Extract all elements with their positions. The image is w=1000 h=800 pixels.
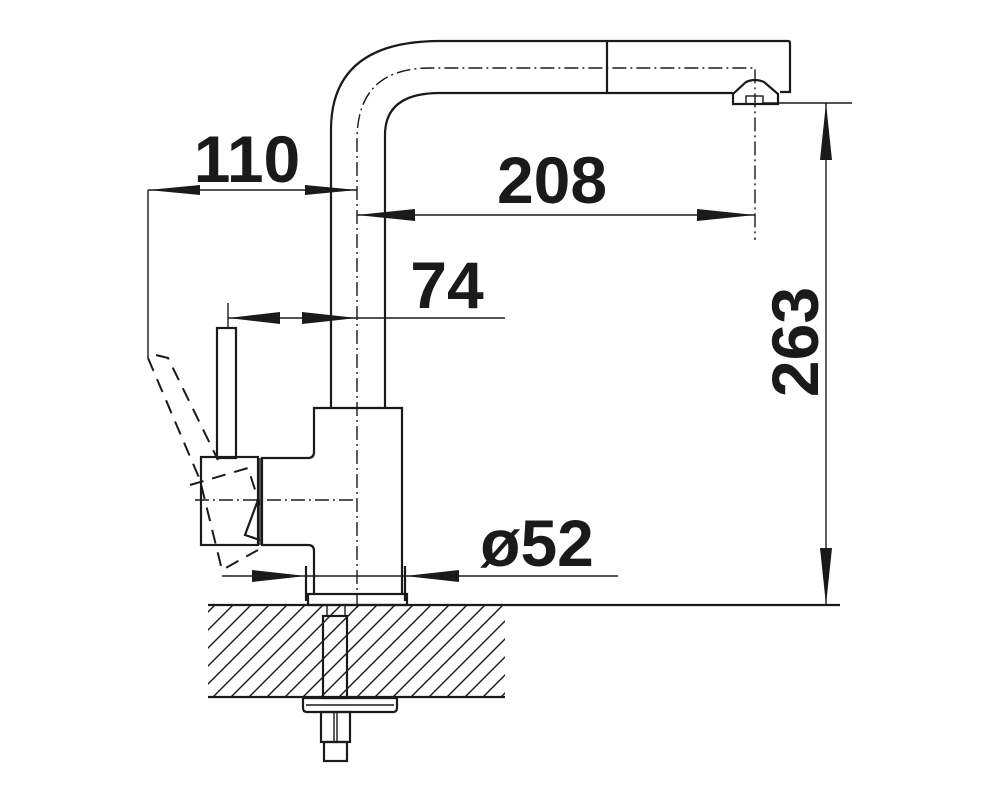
- countertop: [208, 600, 840, 700]
- faucet-body: [260, 406, 407, 601]
- dimension-label-52: ø52: [480, 506, 594, 580]
- hatch-line: [392, 606, 485, 697]
- hatch-line: [208, 606, 251, 649]
- dimension-diameter-52: ø52: [222, 506, 618, 582]
- hatch-line: [320, 606, 413, 697]
- dimension-74: 74: [227, 248, 505, 328]
- hatch-line: [374, 606, 467, 697]
- hatch-line: [446, 638, 505, 697]
- hatch-line: [534, 600, 634, 700]
- spout: [329, 39, 792, 608]
- dimension-label-110: 110: [194, 122, 300, 196]
- hatch-line: [428, 620, 505, 697]
- hatch-line: [516, 600, 616, 700]
- hatch-line: [500, 692, 505, 697]
- hatch-line: [482, 674, 505, 697]
- hatch-line: [410, 606, 503, 697]
- hatch-line: [356, 606, 449, 697]
- hatch-line: [208, 606, 287, 685]
- dimension-110: 110: [147, 122, 357, 358]
- hatch-line: [230, 606, 323, 697]
- dimension-label-208: 208: [497, 143, 607, 217]
- dimension-263: 263: [758, 102, 852, 605]
- dimension-label-263: 263: [758, 287, 832, 397]
- hatch-line: [588, 600, 688, 700]
- hatch-line: [570, 600, 670, 700]
- hatch-line: [338, 606, 431, 697]
- hatch-line: [208, 606, 215, 613]
- handle: [147, 326, 357, 572]
- hatch-line: [208, 606, 269, 667]
- hatch-line: [606, 600, 706, 700]
- mounting-shank: [301, 606, 399, 763]
- dimension-label-74: 74: [410, 248, 484, 322]
- hatch-line: [208, 606, 233, 631]
- hatch-line: [464, 656, 505, 697]
- dimension-208: 208: [357, 143, 755, 221]
- hatch-line: [212, 606, 305, 697]
- countertop-hatching: [208, 600, 706, 700]
- hatch-line: [266, 606, 359, 697]
- hatch-line: [302, 606, 395, 697]
- hatch-line: [552, 600, 652, 700]
- hatch-line: [284, 606, 377, 697]
